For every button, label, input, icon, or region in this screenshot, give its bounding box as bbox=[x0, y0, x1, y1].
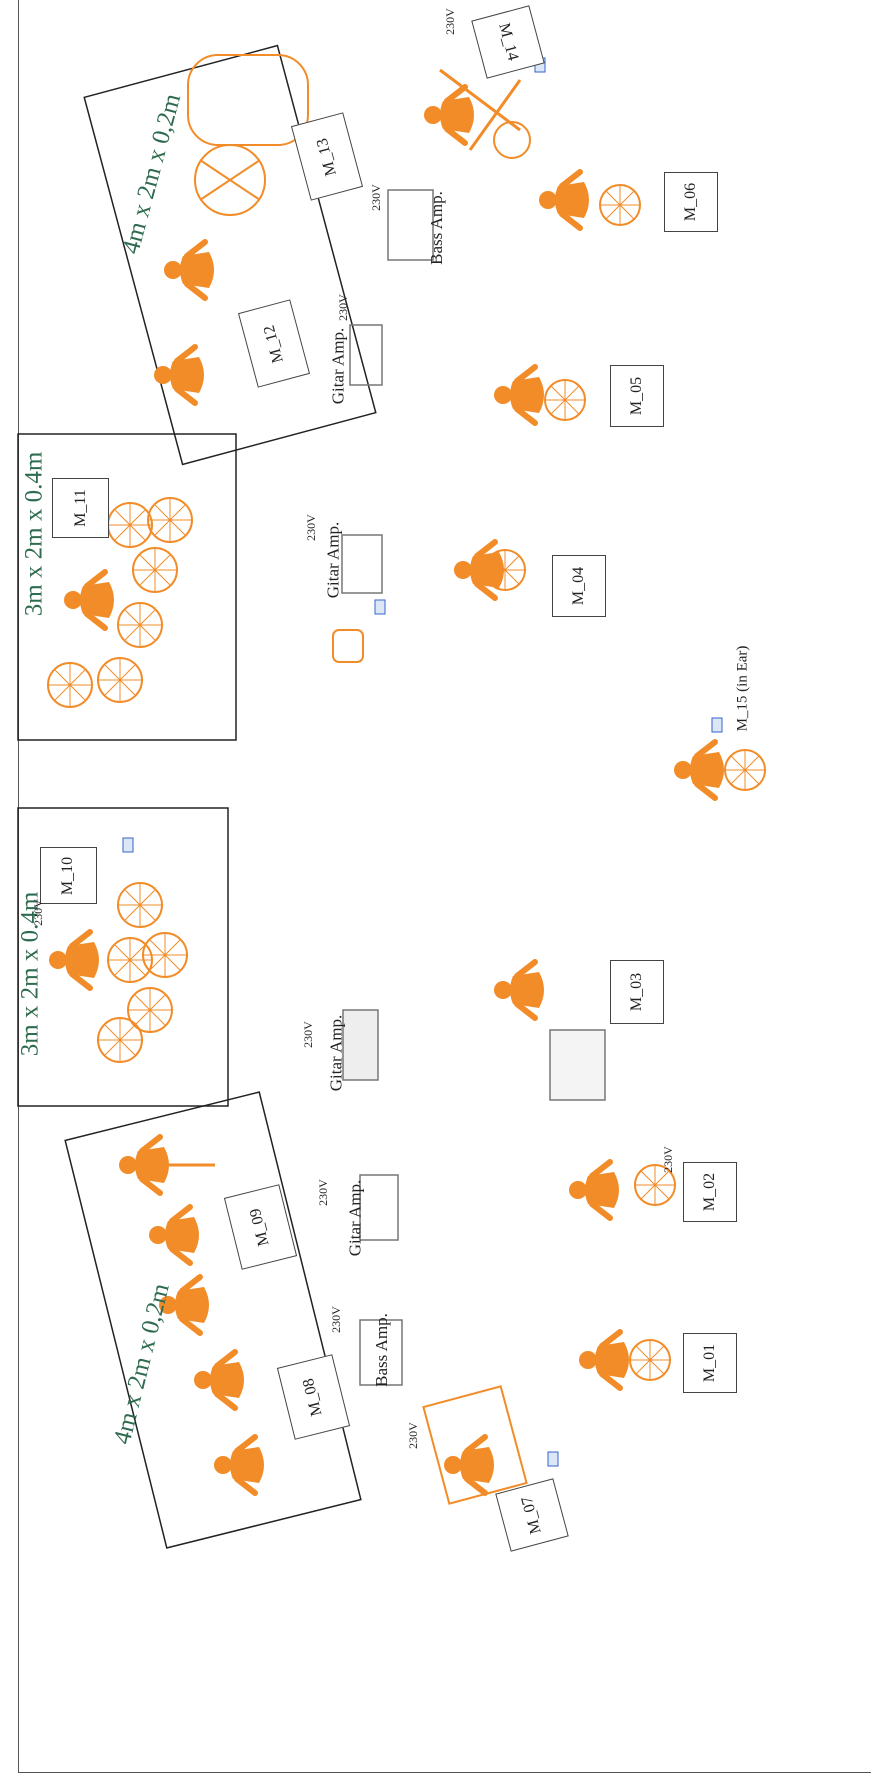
bass-amp-top-label: Bass Amp. bbox=[427, 191, 447, 265]
power-label: 230V bbox=[336, 294, 351, 321]
gitar-amp-2-label: Gitar Amp. bbox=[323, 522, 343, 599]
gitar-amp-2 bbox=[342, 535, 382, 593]
mic-m10: M_10 bbox=[40, 847, 97, 904]
platform-1 bbox=[65, 1092, 361, 1548]
gitar-amp-3 bbox=[343, 1010, 378, 1080]
gitar-amp-4-label: Gitar Amp. bbox=[345, 1180, 365, 1257]
mic-m02: M_02 bbox=[683, 1162, 737, 1222]
mic-m01: M_01 bbox=[683, 1333, 737, 1393]
gitar-amp-4 bbox=[360, 1175, 398, 1240]
platform-3-dim: 3m x 2m x 0.4m bbox=[20, 452, 48, 617]
power-label: 230V bbox=[316, 1179, 331, 1206]
in-ear-label: M_15 (in Ear) bbox=[734, 646, 751, 732]
power-label: 230V bbox=[443, 8, 458, 35]
drum-kit-top bbox=[188, 55, 308, 215]
gitar-amp-3-label: Gitar Amp. bbox=[326, 1015, 346, 1092]
power-label: 230V bbox=[301, 1021, 316, 1048]
mic-m04: M_04 bbox=[552, 555, 606, 617]
power-label: 230V bbox=[661, 1146, 676, 1173]
power-label: 230V bbox=[369, 184, 384, 211]
gitar-amp-1-label: Gitar Amp. bbox=[328, 328, 348, 405]
mic-m06: M_06 bbox=[664, 172, 718, 232]
mixer bbox=[550, 1030, 605, 1100]
power-label: 230V bbox=[329, 1306, 344, 1333]
power-label: 230V bbox=[31, 899, 46, 926]
mic-m03: M_03 bbox=[610, 960, 664, 1024]
power-label: 230V bbox=[304, 514, 319, 541]
power-label: 230V bbox=[406, 1422, 421, 1449]
mic-m11: M_11 bbox=[52, 478, 109, 538]
bass-amp-bottom-label: Bass Amp. bbox=[372, 1313, 392, 1387]
mic-m05: M_05 bbox=[610, 365, 664, 427]
pedal bbox=[333, 630, 363, 662]
